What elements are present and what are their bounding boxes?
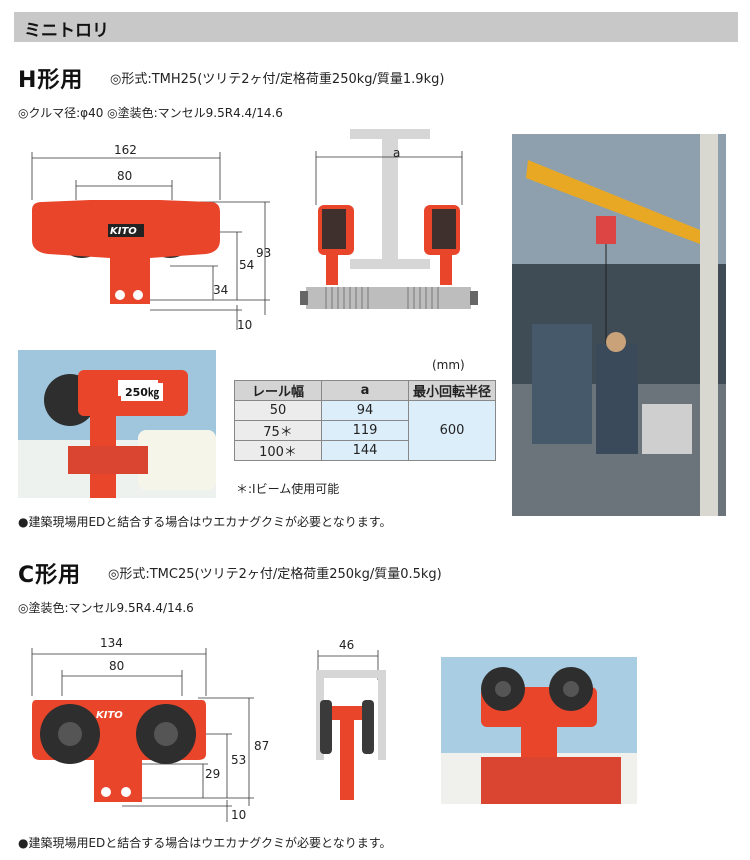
c-model-line: ◎形式:TMC25(ツリテ2ヶ付/定格荷重250kg/質量0.5kg) — [108, 567, 442, 582]
table-cell-a: 119 — [321, 420, 409, 441]
c-kito-logo: KITO — [96, 710, 123, 721]
h-dim-a: a — [393, 146, 401, 160]
c-dim-10: 10 — [231, 808, 247, 822]
h-table-unit: (mm) — [432, 358, 465, 372]
c-note: ●建築現場用EDと結合する場合はウエカナグクミが必要となります。 — [18, 836, 392, 850]
h-section-title: H形用 — [18, 68, 84, 93]
h-note: ●建築現場用EDと結合する場合はウエカナグクミが必要となります。 — [18, 515, 392, 529]
table-row: 100＊ 144 — [234, 440, 496, 461]
c-dim-134: 134 — [100, 636, 123, 650]
h-kito-logo: KITO — [110, 226, 137, 237]
table-cell-rail: 50 — [234, 400, 322, 421]
c-dim-87: 87 — [254, 739, 270, 753]
h-dim-93: 93 — [256, 246, 272, 260]
banner-title: ミニトロリ — [24, 21, 109, 41]
h-trolley-front-drawing — [31, 152, 270, 330]
c-section-title: C形用 — [18, 563, 82, 588]
table-cell-a: 144 — [321, 440, 409, 461]
table-header-radius: 最小回転半径 — [408, 380, 496, 401]
h-dim-34: 34 — [213, 283, 229, 297]
c-trolley-front-drawing — [31, 648, 254, 822]
h-closeup-photo — [18, 350, 216, 498]
h-dim-54: 54 — [239, 258, 255, 272]
table-header-a: a — [321, 380, 409, 401]
table-cell-radius: 600 — [408, 400, 496, 461]
c-closeup-photo — [441, 657, 637, 804]
h-dim-80: 80 — [117, 169, 133, 183]
table-cell-a: 94 — [321, 400, 409, 421]
c-dim-46: 46 — [339, 638, 355, 652]
c-spec-line: ◎塗装色:マンセル9.5R4.4/14.6 — [18, 601, 194, 615]
c-dim-53: 53 — [231, 753, 247, 767]
table-row: 75＊ 119 — [234, 420, 496, 441]
c-trolley-side-drawing — [316, 650, 386, 800]
table-header-rail: レール幅 — [234, 380, 322, 401]
c-dim-80: 80 — [109, 659, 125, 673]
h-spec-line: ◎クルマ径:φ40 ◎塗装色:マンセル9.5R4.4/14.6 — [18, 106, 283, 120]
h-model-line: ◎形式:TMH25(ツリテ2ヶ付/定格荷重250kg/質量1.9kg) — [110, 72, 445, 87]
h-photo-badge: 250㎏ — [121, 383, 163, 401]
rail-width-table: レール幅 a 最小回転半径 50 94 600 75＊ 119 100＊ 144 — [234, 380, 496, 461]
c-dim-29: 29 — [205, 767, 221, 781]
h-dim-10: 10 — [237, 318, 253, 332]
table-header-row: レール幅 a 最小回転半径 — [234, 380, 496, 401]
table-cell-rail: 75＊ — [234, 420, 322, 441]
h-trolley-side-drawing — [300, 129, 478, 309]
h-dim-162: 162 — [114, 143, 137, 157]
table-cell-rail: 100＊ — [234, 440, 322, 461]
h-footnote: ＊:Iビーム使用可能 — [236, 482, 340, 496]
table-row: 50 94 600 — [234, 400, 496, 461]
jib-crane-photo — [512, 134, 726, 516]
section-banner — [14, 12, 738, 42]
